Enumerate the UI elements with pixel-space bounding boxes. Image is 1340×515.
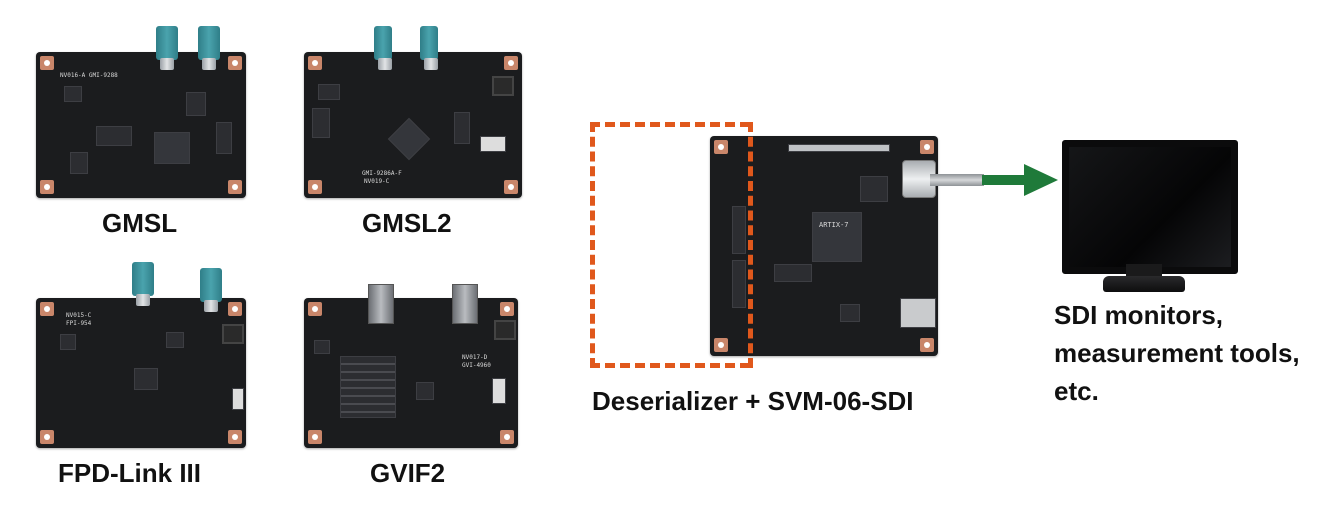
arrow-right-icon [982, 164, 1058, 196]
monitor-label-line-3: etc. [1054, 376, 1099, 406]
fpga-chip: ARTIX-7 [812, 212, 862, 262]
gmsl-label: GMSL [102, 208, 178, 238]
deserializer-slot-divider [748, 122, 753, 368]
silk-text: NV017-D [462, 354, 488, 361]
deserializer-slot-outline [590, 122, 750, 368]
monitor-stand [1126, 264, 1162, 278]
grey-hsd-connector-icon [368, 284, 394, 324]
monitor-base [1103, 276, 1185, 292]
monitor-label-line-2: measurement tools, [1054, 338, 1300, 368]
teal-fakra-connector-icon [420, 26, 438, 70]
bnc-connector-icon [902, 160, 936, 198]
fpdlink-label: FPD-Link III [58, 458, 201, 488]
teal-fakra-connector-icon [198, 26, 220, 70]
silk-text: NV015-C [66, 312, 92, 319]
silk-text: NV016-A GMI-9288 [60, 72, 118, 79]
teal-fakra-connector-icon [156, 26, 178, 70]
silk-text: GVI-4960 [462, 362, 491, 369]
grey-hsd-connector-icon [452, 284, 478, 324]
silk-text: FPI-954 [66, 320, 92, 327]
svm-label: Deserializer + SVM-06-SDI [592, 386, 914, 416]
gmsl2-board-image: GMI-9286A-F NV019-C [304, 26, 522, 198]
monitor-icon [1062, 140, 1238, 274]
sdi-cable [930, 174, 984, 186]
monitor-label-line-1: SDI monitors, [1054, 300, 1224, 330]
teal-fakra-connector-icon [132, 262, 154, 306]
gmsl2-label: GMSL2 [362, 208, 452, 238]
silk-text: NV019-C [364, 178, 390, 185]
gvif2-label: GVIF2 [370, 458, 446, 488]
teal-fakra-connector-icon [374, 26, 392, 70]
silk-text: GMI-9286A-F [362, 170, 402, 177]
fpdlink-board-image: NV015-C FPI-954 [36, 262, 246, 448]
teal-fakra-connector-icon [200, 268, 222, 312]
gmsl-board-image: NV016-A GMI-9288 [36, 26, 246, 198]
gvif2-board-image: NV017-D GVI-4960 [304, 284, 518, 448]
